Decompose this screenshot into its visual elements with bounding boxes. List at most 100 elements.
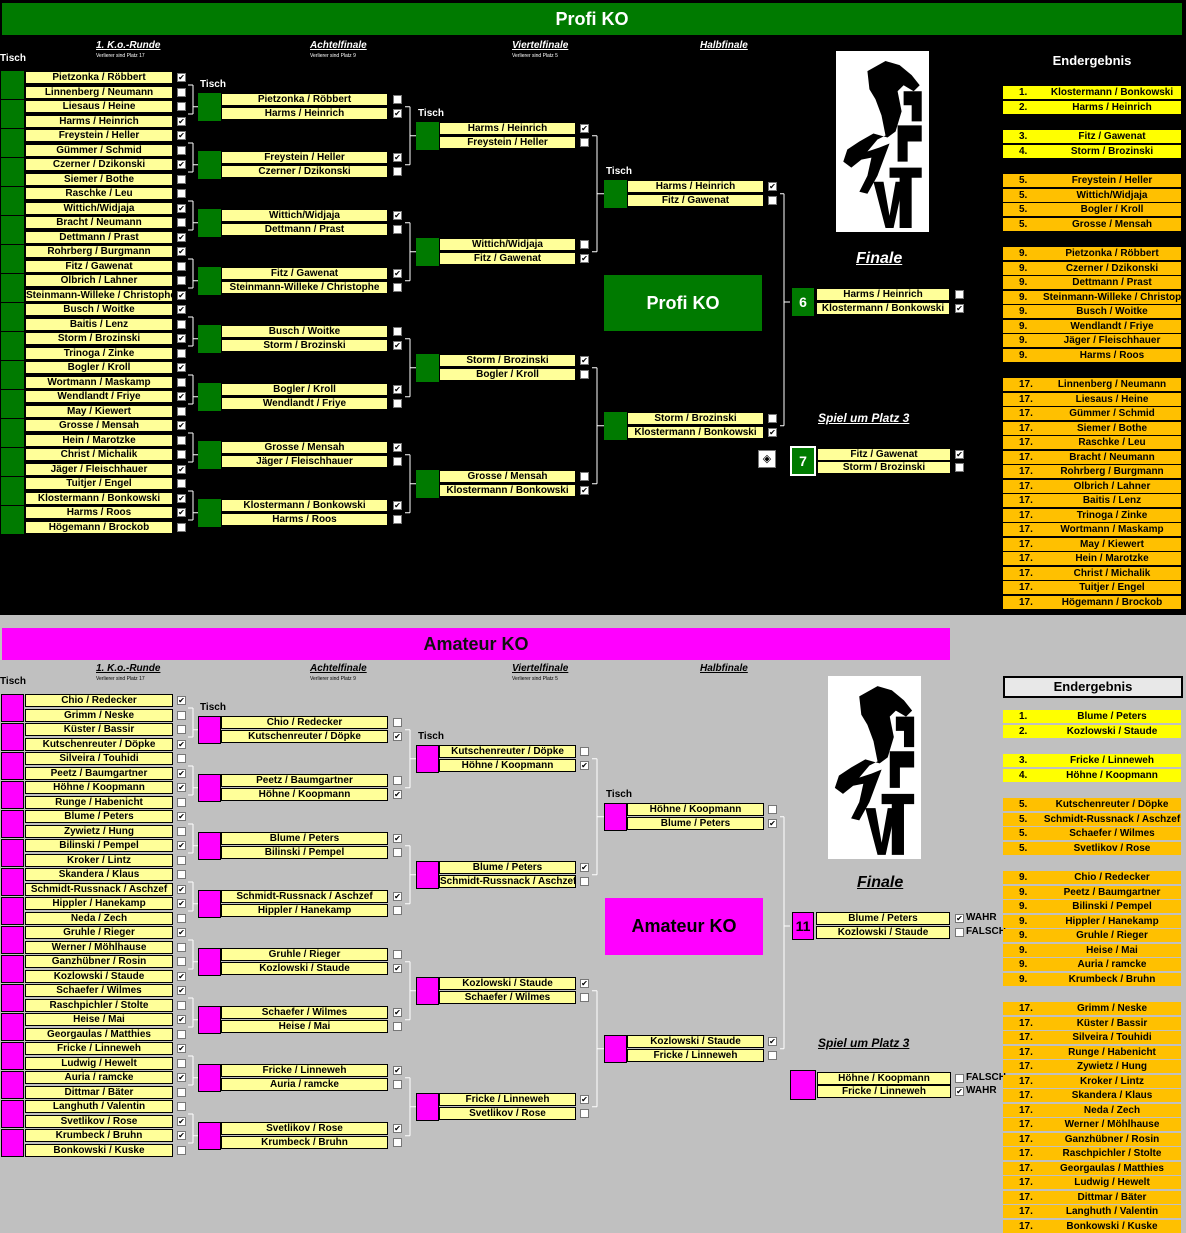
- amateur-r16-checkbox[interactable]: [393, 1021, 402, 1031]
- amateur-r16-checkbox[interactable]: [393, 717, 402, 727]
- amateur-r16-checkbox[interactable]: ✔: [393, 963, 402, 973]
- amateur-r16-checkbox[interactable]: ✔: [393, 1123, 402, 1133]
- amateur-r16-checkbox[interactable]: ✔: [393, 1007, 402, 1017]
- amateur-r1-team[interactable]: Grimm / Neske: [25, 708, 173, 722]
- profi-qf-checkbox[interactable]: ✔: [580, 123, 589, 133]
- amateur-sf-checkbox[interactable]: ✔: [768, 818, 777, 828]
- profi-r1-checkbox[interactable]: ✔: [177, 421, 186, 430]
- profi-r16-checkbox[interactable]: ✔: [393, 210, 402, 220]
- amateur-r1-team[interactable]: Zywietz / Hung: [25, 824, 173, 838]
- amateur-r1-checkbox[interactable]: [177, 797, 186, 807]
- amateur-r1-checkbox[interactable]: ✔: [177, 971, 186, 981]
- profi-r1-checkbox[interactable]: ✔: [177, 160, 186, 169]
- amateur-qf-checkbox[interactable]: [580, 746, 589, 756]
- amateur-r16-team[interactable]: Peetz / Baumgartner: [221, 773, 388, 787]
- amateur-r1-checkbox[interactable]: [177, 1000, 186, 1010]
- amateur-r1-checkbox[interactable]: [177, 855, 186, 865]
- amateur-sf-checkbox[interactable]: ✔: [768, 1036, 777, 1046]
- profi-r1-checkbox[interactable]: ✔: [177, 131, 186, 140]
- amateur-final-checkbox[interactable]: ✔: [955, 914, 964, 923]
- amateur-r16-team[interactable]: Fricke / Linneweh: [221, 1063, 388, 1077]
- amateur-third-checkbox[interactable]: [955, 1074, 964, 1083]
- profi-qf-team[interactable]: Klostermann / Bonkowski: [439, 483, 576, 497]
- profi-sf-checkbox[interactable]: [768, 413, 777, 423]
- profi-r16-team[interactable]: Grosse / Mensah: [221, 440, 388, 454]
- amateur-r1-checkbox[interactable]: ✔: [177, 783, 186, 792]
- amateur-r1-team[interactable]: Georgaulas / Matthies: [25, 1027, 173, 1041]
- amateur-sf-team[interactable]: Fricke / Linneweh: [627, 1048, 764, 1062]
- profi-r1-checkbox[interactable]: [177, 522, 186, 532]
- profi-r1-checkbox[interactable]: [177, 406, 186, 416]
- amateur-r1-checkbox[interactable]: ✔: [177, 986, 186, 995]
- profi-final-team[interactable]: Harms / Heinrich: [816, 288, 950, 301]
- profi-r1-team[interactable]: Pietzonka / Röbbert: [25, 71, 173, 84]
- profi-r16-checkbox[interactable]: [393, 326, 402, 336]
- amateur-r1-checkbox[interactable]: ✔: [177, 1044, 186, 1053]
- profi-r16-checkbox[interactable]: [393, 456, 402, 466]
- amateur-r1-checkbox[interactable]: ✔: [177, 1131, 186, 1140]
- amateur-r16-checkbox[interactable]: [393, 949, 402, 959]
- amateur-r1-team[interactable]: Schmidt-Russnack / Aschzef: [25, 882, 173, 896]
- profi-r1-checkbox[interactable]: ✔: [177, 334, 186, 343]
- amateur-r1-checkbox[interactable]: ✔: [177, 884, 186, 894]
- profi-r1-team[interactable]: Christ / Michalik: [25, 448, 173, 461]
- amateur-sf-checkbox[interactable]: [768, 804, 777, 814]
- amateur-r1-team[interactable]: Silveira / Touhidi: [25, 752, 173, 765]
- profi-r1-team[interactable]: Dettmann / Prast: [25, 230, 173, 244]
- amateur-qf-team[interactable]: Blume / Peters: [439, 860, 576, 874]
- profi-qf-checkbox[interactable]: ✔: [580, 253, 589, 263]
- amateur-r1-team[interactable]: Werner / Möhlhause: [25, 940, 173, 954]
- profi-qf-team[interactable]: Storm / Brozinski: [439, 353, 576, 367]
- amateur-r16-team[interactable]: Gruhle / Rieger: [221, 947, 388, 961]
- profi-r1-team[interactable]: Bogler / Kroll: [25, 361, 173, 374]
- profi-r1-checkbox[interactable]: [177, 87, 186, 97]
- profi-qf-team[interactable]: Freystein / Heller: [439, 135, 576, 149]
- profi-r16-team[interactable]: Pietzonka / Röbbert: [221, 92, 388, 106]
- profi-r1-checkbox[interactable]: ✔: [177, 232, 186, 242]
- profi-r1-team[interactable]: Freystein / Heller: [25, 129, 173, 142]
- profi-sf-checkbox[interactable]: ✔: [768, 427, 777, 437]
- profi-qf-team[interactable]: Grosse / Mensah: [439, 469, 576, 483]
- amateur-r1-team[interactable]: Heise / Mai: [25, 1013, 173, 1026]
- amateur-r1-team[interactable]: Skandera / Klaus: [25, 868, 173, 881]
- profi-qf-team[interactable]: Fitz / Gawenat: [439, 251, 576, 265]
- amateur-r16-team[interactable]: Kutschenreuter / Döpke: [221, 729, 388, 743]
- amateur-r1-checkbox[interactable]: [177, 710, 186, 720]
- profi-r16-team[interactable]: Wittich/Widjaja: [221, 208, 388, 222]
- profi-sf-team[interactable]: Storm / Brozinski: [627, 411, 764, 425]
- profi-r1-team[interactable]: Fitz / Gawenat: [25, 259, 173, 273]
- amateur-third-checkbox[interactable]: ✔: [955, 1087, 964, 1096]
- amateur-r1-checkbox[interactable]: ✔: [177, 928, 186, 937]
- profi-r16-checkbox[interactable]: ✔: [393, 108, 402, 118]
- profi-r1-checkbox[interactable]: [177, 479, 186, 488]
- profi-r16-checkbox[interactable]: ✔: [393, 268, 402, 278]
- amateur-qf-team[interactable]: Schaefer / Wilmes: [439, 990, 576, 1004]
- amateur-r1-checkbox[interactable]: ✔: [177, 1116, 186, 1126]
- amateur-r16-checkbox[interactable]: ✔: [393, 891, 402, 901]
- profi-r16-checkbox[interactable]: ✔: [393, 442, 402, 452]
- amateur-r16-team[interactable]: Auria / ramcke: [221, 1077, 388, 1091]
- amateur-r16-team[interactable]: Höhne / Koopmann: [221, 787, 388, 801]
- profi-r16-checkbox[interactable]: [393, 166, 402, 176]
- profi-r1-checkbox[interactable]: [177, 189, 186, 198]
- amateur-r16-checkbox[interactable]: [393, 1079, 402, 1089]
- amateur-r16-checkbox[interactable]: ✔: [393, 789, 402, 799]
- profi-r16-team[interactable]: Jäger / Fleischhauer: [221, 454, 388, 468]
- amateur-r1-team[interactable]: Kozlowski / Staude: [25, 969, 173, 983]
- profi-r16-team[interactable]: Czerner / Dzikonski: [221, 164, 388, 178]
- profi-r1-team[interactable]: Harms / Roos: [25, 506, 173, 519]
- amateur-r1-team[interactable]: Kroker / Lintz: [25, 853, 173, 867]
- amateur-r1-team[interactable]: Kutschenreuter / Döpke: [25, 737, 173, 751]
- profi-r1-checkbox[interactable]: ✔: [177, 493, 186, 503]
- profi-sf-checkbox[interactable]: ✔: [768, 181, 777, 191]
- profi-qf-team[interactable]: Wittich/Widjaja: [439, 237, 576, 251]
- amateur-qf-team[interactable]: Svetlikov / Rose: [439, 1106, 576, 1120]
- profi-r1-checkbox[interactable]: ✔: [177, 73, 186, 82]
- profi-qf-checkbox[interactable]: [580, 137, 589, 147]
- amateur-r1-team[interactable]: Chio / Redecker: [25, 694, 173, 707]
- amateur-qf-checkbox[interactable]: [580, 1108, 589, 1118]
- amateur-r1-checkbox[interactable]: ✔: [177, 696, 186, 705]
- profi-r1-checkbox[interactable]: ✔: [177, 290, 186, 300]
- amateur-qf-checkbox[interactable]: ✔: [580, 862, 589, 872]
- profi-r1-checkbox[interactable]: [177, 435, 186, 445]
